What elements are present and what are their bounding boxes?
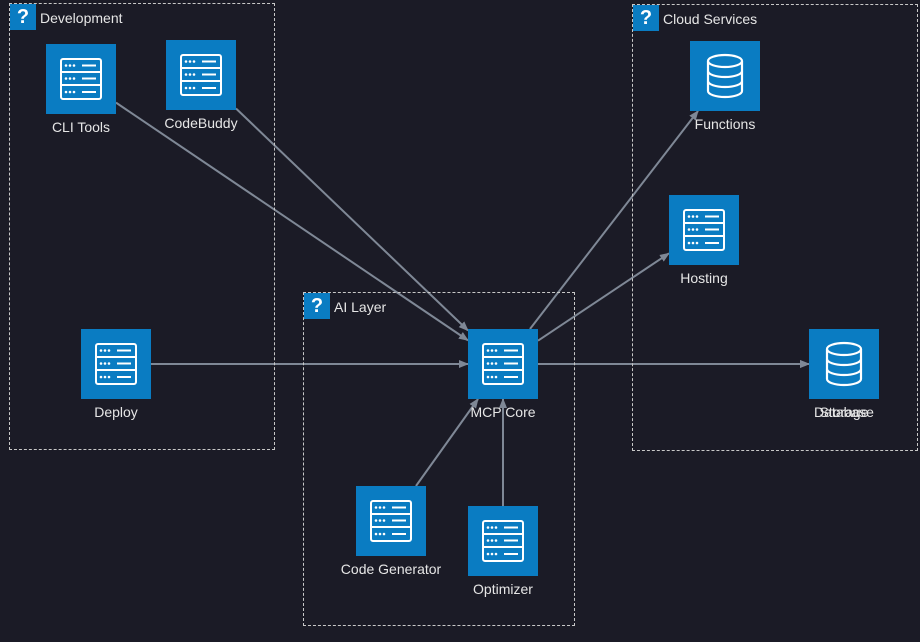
- node-label-code-generator: Code Generator: [340, 561, 442, 577]
- group-label-ai-layer: AI Layer: [334, 299, 387, 315]
- edge-mcp-core-to-hosting[interactable]: [537, 252, 670, 342]
- node-cli-tools[interactable]: [46, 44, 116, 114]
- node-label-codebuddy: CodeBuddy: [164, 115, 238, 131]
- node-codebuddy[interactable]: [166, 40, 236, 110]
- question-icon: ?: [10, 4, 36, 30]
- node-label-cli-tools: CLI Tools: [51, 119, 111, 135]
- node-label-mcp-core: MCP Core: [470, 404, 536, 420]
- server-icon: [95, 343, 137, 385]
- node-mcp-core[interactable]: [468, 329, 538, 399]
- node-label-functions: Functions: [694, 116, 756, 132]
- node-functions[interactable]: [690, 41, 760, 111]
- node-label-storage: Storage: [819, 404, 869, 420]
- node-label-database: Database: [814, 404, 874, 420]
- node-hosting[interactable]: [669, 195, 739, 265]
- edge-code-generator-to-mcp-core[interactable]: [415, 398, 479, 487]
- server-icon: [482, 343, 524, 385]
- group-cloud-services[interactable]: ? Cloud Services: [632, 4, 918, 451]
- question-icon: ?: [304, 293, 330, 319]
- node-database[interactable]: [809, 329, 879, 399]
- server-icon: [370, 500, 412, 542]
- server-icon: [482, 520, 524, 562]
- edge-cli-tools-to-mcp-core[interactable]: [115, 101, 469, 342]
- node-label-hosting: Hosting: [680, 270, 728, 286]
- server-icon: [180, 54, 222, 96]
- group-ai-layer[interactable]: ? AI Layer: [303, 292, 575, 626]
- group-label-development: Development: [40, 10, 123, 26]
- question-icon: ?: [633, 5, 659, 31]
- node-label-deploy: Deploy: [94, 404, 138, 420]
- node-storage[interactable]: [809, 329, 879, 399]
- database-icon: [706, 53, 744, 99]
- server-icon: [60, 58, 102, 100]
- node-code-generator[interactable]: [356, 486, 426, 556]
- group-development[interactable]: ? Development: [9, 3, 275, 450]
- server-icon: [683, 209, 725, 251]
- node-optimizer[interactable]: [468, 506, 538, 576]
- node-deploy[interactable]: [81, 329, 151, 399]
- node-label-optimizer: Optimizer: [473, 581, 533, 597]
- group-label-cloud-services: Cloud Services: [663, 11, 758, 27]
